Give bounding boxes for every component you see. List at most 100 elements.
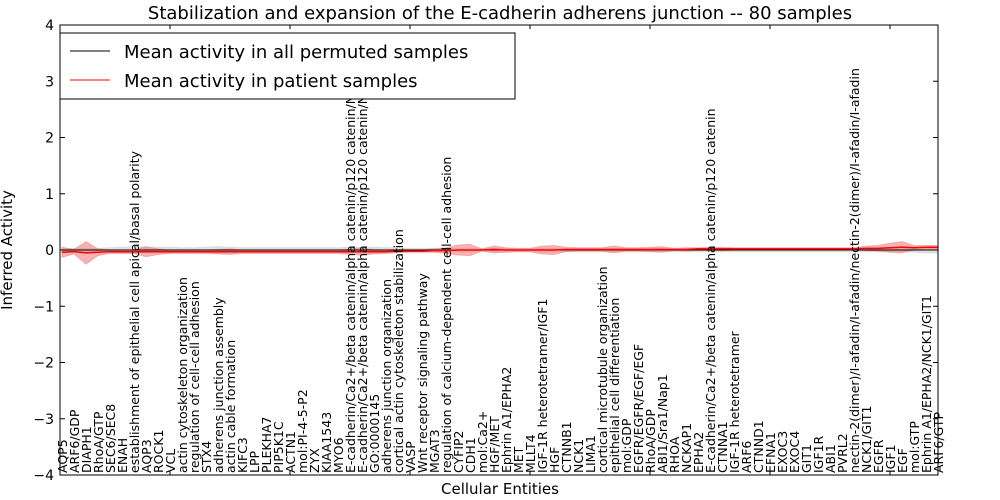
data-point xyxy=(205,249,207,251)
x-tick-label: Ephrin A1/EPHA2 xyxy=(499,367,514,473)
x-tick-label: CTNND1 xyxy=(751,420,766,473)
x-tick-label: actin cable formation xyxy=(223,340,238,473)
data-point xyxy=(229,249,231,251)
data-point xyxy=(553,249,555,251)
data-point xyxy=(181,249,183,251)
data-point xyxy=(313,251,315,253)
data-point xyxy=(217,249,219,251)
data-point xyxy=(913,249,915,251)
x-tick-label: cortical actin cytoskeleton stabilizatio… xyxy=(391,229,406,473)
data-point xyxy=(913,247,915,249)
data-point xyxy=(169,249,171,251)
data-point xyxy=(877,247,879,249)
data-point xyxy=(637,248,639,250)
x-tick-label: MGAT3 xyxy=(427,429,442,473)
data-point xyxy=(673,248,675,250)
data-point xyxy=(361,251,363,253)
data-point xyxy=(217,251,219,253)
y-tick-label: −4 xyxy=(33,468,54,484)
data-point xyxy=(289,249,291,251)
data-point xyxy=(481,249,483,251)
x-tick-label: SEC6/SEC8 xyxy=(103,404,118,473)
data-point xyxy=(829,248,831,250)
data-point xyxy=(181,251,183,253)
data-point xyxy=(433,250,435,252)
y-tick-label: 0 xyxy=(45,243,54,259)
data-point xyxy=(781,249,783,251)
x-tick-label: adherens junction assembly xyxy=(211,297,226,473)
x-tick-label: IGF-1R heterotetramer/IGF1 xyxy=(535,299,550,473)
data-point xyxy=(289,251,291,253)
x-tick-label: EGF xyxy=(895,448,910,473)
data-point xyxy=(805,248,807,250)
data-point xyxy=(721,248,723,250)
line-patient xyxy=(61,246,938,254)
data-point xyxy=(157,249,159,251)
data-point xyxy=(373,251,375,253)
data-point xyxy=(121,249,123,251)
data-point xyxy=(253,249,255,251)
data-point xyxy=(685,248,687,250)
data-point xyxy=(877,249,879,251)
data-point xyxy=(133,251,135,253)
y-axis-label: Inferred Activity xyxy=(0,190,16,310)
x-tick-label: KIFC3 xyxy=(235,437,250,473)
x-tick-label: DIAPH1 xyxy=(79,426,94,473)
data-point xyxy=(577,248,579,250)
x-tick-label: ACTN1 xyxy=(283,431,298,473)
x-tick-label: cortical microtubule organization xyxy=(595,266,610,473)
data-point xyxy=(337,251,339,253)
x-tick-label: LIMA1 xyxy=(583,435,598,473)
x-tick-label: HGF/MET xyxy=(487,416,502,473)
x-tick-label: CDH1 xyxy=(463,437,478,473)
data-point xyxy=(397,249,399,251)
data-point xyxy=(805,249,807,251)
data-point xyxy=(793,249,795,251)
x-tick-label: regulation of calcium-dependent cell-cel… xyxy=(439,157,454,473)
x-tick-label: MLLT4 xyxy=(523,434,538,473)
x-tick-label: RhoA/GDP xyxy=(643,409,658,473)
data-point xyxy=(205,251,207,253)
data-point xyxy=(925,246,927,248)
data-point xyxy=(625,248,627,250)
data-point xyxy=(265,251,267,253)
data-point xyxy=(901,249,903,251)
x-tick-label: PIP5K1C xyxy=(271,421,286,473)
data-point xyxy=(409,249,411,251)
x-tick-label: ARF6 xyxy=(739,441,754,473)
data-point xyxy=(445,250,447,252)
data-point xyxy=(265,249,267,251)
data-point xyxy=(769,249,771,251)
x-tick-label: STX4 xyxy=(199,441,214,473)
x-tick-label: epithelial cell differentiation xyxy=(607,298,622,473)
y-tick-label: 2 xyxy=(45,131,54,147)
data-point xyxy=(841,249,843,251)
x-tick-label: E-cadherin/Ca2+/beta catenin/alpha caten… xyxy=(703,108,718,473)
data-point xyxy=(385,251,387,253)
data-point xyxy=(73,249,75,251)
data-point xyxy=(325,249,327,251)
data-point xyxy=(541,249,543,251)
data-point xyxy=(709,248,711,250)
x-tick-label: ROCK1 xyxy=(151,430,166,473)
x-tick-label: ABI1/Sra1/Nap1 xyxy=(655,374,670,473)
x-tick-label: EFNA1 xyxy=(763,432,778,473)
x-tick-label: E-cadherin/Ca2+/beta catenin/alpha caten… xyxy=(355,95,370,473)
x-tick-label: adherens junction organization xyxy=(379,279,394,473)
data-point xyxy=(829,249,831,251)
data-point xyxy=(661,248,663,250)
x-tick-label: CYFIP2 xyxy=(451,430,466,473)
data-point xyxy=(373,249,375,251)
data-point xyxy=(277,251,279,253)
data-point xyxy=(301,249,303,251)
data-point xyxy=(745,249,747,251)
x-tick-label: LPP xyxy=(247,450,262,473)
x-tick-label: KIAA1543 xyxy=(319,412,334,473)
data-point xyxy=(73,251,75,253)
x-tick-label: AQP5 xyxy=(55,439,70,473)
x-tick-label: Wnt receptor signaling pathway xyxy=(415,273,430,473)
x-tick-label: EGFR/EGFR/EGF/EGF xyxy=(631,344,646,473)
data-point xyxy=(361,249,363,251)
data-point xyxy=(241,251,243,253)
